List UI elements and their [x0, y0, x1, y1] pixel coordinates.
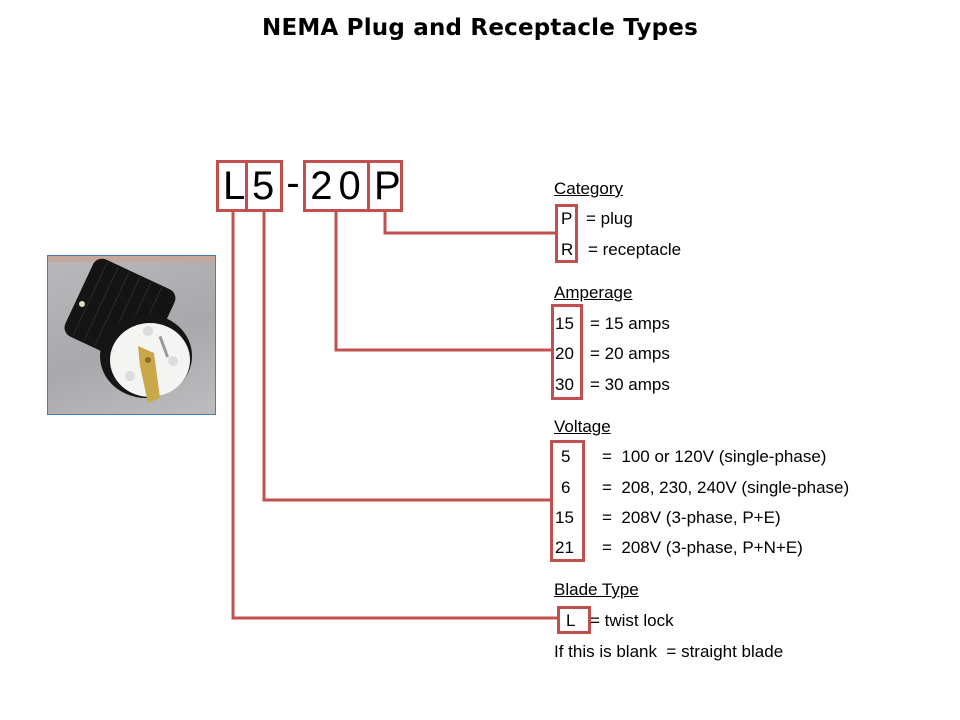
- category-code-r: R: [561, 240, 574, 259]
- voltage-desc-6: = 208, 230, 240V (single-phase): [602, 478, 850, 497]
- blade-heading: Blade Type: [554, 580, 639, 599]
- amperage-desc-30: = 30 amps: [590, 375, 670, 394]
- code-category-box: P: [367, 160, 403, 212]
- connector-voltage: [262, 212, 551, 502]
- connector-amperage: [334, 212, 552, 352]
- category-desc-p: = plug: [586, 209, 633, 228]
- amperage-heading: Amperage: [554, 283, 633, 302]
- blade-desc-l: = twist lock: [590, 611, 674, 630]
- voltage-code-21: 21: [555, 538, 574, 557]
- amperage-desc-15: = 15 amps: [590, 314, 670, 333]
- voltage-desc-15: = 208V (3-phase, P+E): [602, 508, 781, 527]
- code-separator: -: [286, 161, 300, 205]
- voltage-desc-5: = 100 or 120V (single-phase): [602, 447, 827, 466]
- category-desc-r: = receptacle: [588, 240, 682, 259]
- voltage-desc-21: = 208V (3-phase, P+N+E): [602, 538, 803, 557]
- connector-blade: [231, 212, 558, 620]
- amperage-code-30: 30: [555, 375, 574, 394]
- category-heading: Category: [554, 179, 623, 198]
- plug-illustration: [48, 256, 215, 403]
- amperage-bracket: [551, 304, 583, 400]
- voltage-code-6: 6: [561, 478, 571, 497]
- amperage-code-15: 15: [555, 314, 574, 333]
- voltage-code-15: 15: [555, 508, 574, 527]
- plug-photo: [47, 255, 216, 415]
- category-code-p: P: [561, 209, 573, 228]
- blade-bracket: [557, 606, 591, 634]
- connector-category: [383, 212, 556, 235]
- amperage-desc-20: = 20 amps: [590, 344, 670, 363]
- slide-title: NEMA Plug and Receptacle Types: [262, 15, 698, 41]
- voltage-code-5: 5: [561, 447, 571, 466]
- voltage-bracket: [550, 440, 585, 562]
- code-voltage-box: 5: [245, 160, 283, 212]
- blade-code-l: L: [566, 611, 576, 630]
- category-bracket: [555, 204, 578, 263]
- blade-note: If this is blank = straight blade: [554, 642, 784, 661]
- amperage-code-20: 20: [555, 344, 574, 363]
- voltage-heading: Voltage: [554, 417, 611, 436]
